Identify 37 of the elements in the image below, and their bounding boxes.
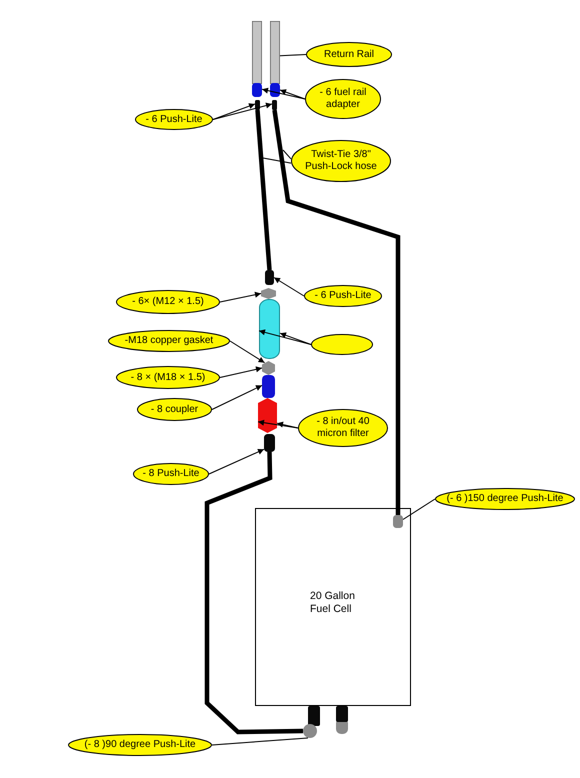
callout-text: - 8 coupler xyxy=(150,404,198,416)
fuel-hose xyxy=(272,110,400,515)
leader-line xyxy=(212,102,272,120)
leader-line xyxy=(208,448,264,474)
callout-text: - 8 × (M18 × 1.5) xyxy=(130,372,206,384)
leader-line xyxy=(276,422,298,428)
leader-line xyxy=(220,292,262,302)
callout-text: - 6 fuel rail adapter xyxy=(318,87,368,111)
callout-text: Return Rail xyxy=(324,48,374,60)
fuel-hose xyxy=(204,452,304,734)
leader-line xyxy=(212,384,262,410)
leader-line xyxy=(262,88,306,100)
callout-text: - 6 Push-Lite xyxy=(146,114,202,126)
leader-line xyxy=(280,89,306,100)
leader-line xyxy=(258,329,312,345)
leader-line xyxy=(280,332,312,345)
callout-text: - 8 in/out 40 micron filter xyxy=(316,416,370,440)
leader-line xyxy=(220,366,262,378)
leader-line xyxy=(282,150,292,160)
callout-text: -M18 copper gasket xyxy=(124,335,214,347)
callout-text: - 6× (M12 × 1.5) xyxy=(132,296,204,308)
callout-text: - 6 Push-Lite xyxy=(314,290,372,302)
callout-text: (- 8 )90 degree Push-Lite xyxy=(84,739,196,751)
leader-line xyxy=(258,420,298,428)
fuel-cell-tank xyxy=(255,508,411,706)
callout-text: Twist-Tie 3/8" Push-Lock hose xyxy=(304,149,378,173)
leader-line xyxy=(280,54,306,56)
tank-label: 20 Gallon Fuel Cell xyxy=(310,590,356,616)
leader-line xyxy=(230,340,266,364)
callout-text: - 8 Push-Lite xyxy=(142,468,200,480)
leader-line xyxy=(212,103,256,120)
leader-line xyxy=(274,277,304,296)
fuel-hose xyxy=(255,110,272,270)
leader-line xyxy=(212,738,308,746)
leader-line xyxy=(402,498,436,520)
callout-text: (- 6 )150 degree Push-Lite xyxy=(446,493,564,505)
leader-line xyxy=(262,158,292,164)
